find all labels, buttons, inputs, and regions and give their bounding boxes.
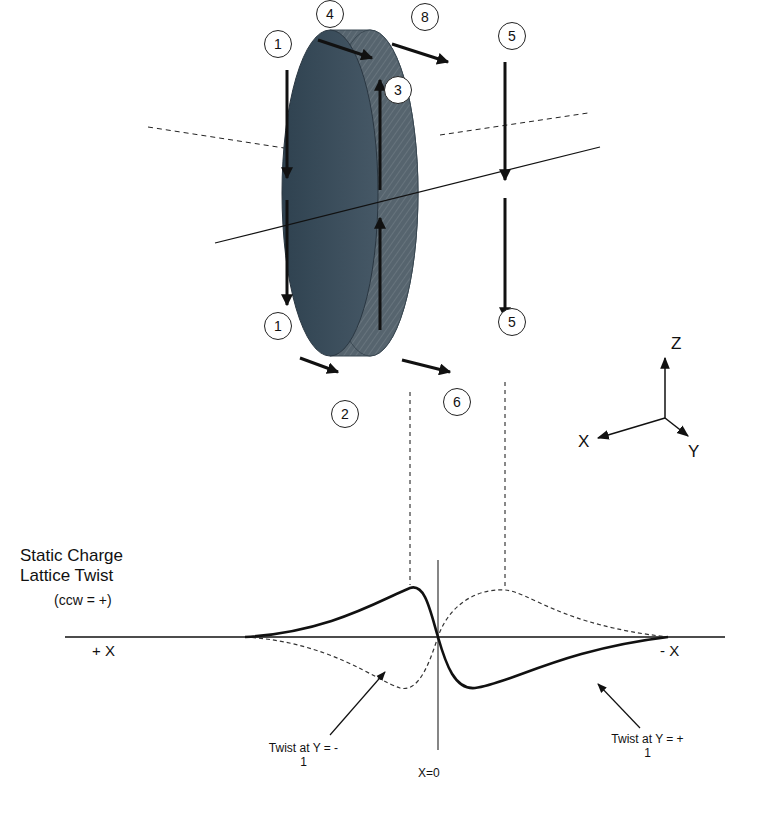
callout-circle: 4 [316,0,344,28]
leader-line [598,684,640,728]
axis-end-label: + X [92,642,115,660]
callout-number: 5 [508,29,516,43]
callout-circle: 6 [443,388,471,416]
callout-number: 6 [453,395,461,409]
callout-number: 3 [394,83,402,97]
callout-circle: 8 [411,3,439,31]
callout-number: 5 [508,315,516,329]
callout-circle: 1 [264,30,292,58]
callout-number: 1 [274,37,282,51]
callout-circle: 1 [264,312,292,340]
axis-end-label: - X [660,642,679,660]
leader-line [330,672,385,735]
callout-number: 8 [421,10,429,24]
projection-line [505,382,506,587]
callout-number: 2 [341,407,349,421]
curve-label: Twist at Y = + 1 [610,732,685,761]
force-arrows [287,40,505,372]
axis-label: X [578,432,589,452]
graph-title: Static Charge Lattice Twist [20,546,145,587]
axis-solid [215,147,600,243]
x-zero-line [437,560,438,750]
sign-note: (ccw = +) [54,592,112,609]
axes-icon [598,358,688,438]
axis-dashed [440,113,588,135]
disk-front-face [282,30,378,356]
callout-circle: 3 [384,76,412,104]
axis-label: X=0 [418,766,440,780]
graph-baseline [65,636,725,637]
callout-circle: 5 [498,308,526,336]
axis-label: Z [671,334,681,354]
callout-number: 4 [326,7,334,21]
callout-circle: 2 [331,400,359,428]
curve-label: Twist at Y = - 1 [266,741,341,770]
axis-label: Y [688,442,699,462]
callout-number: 1 [274,319,282,333]
callout-circle: 5 [498,22,526,50]
twist-curve-y-plus [245,587,668,688]
twist-curve-y-minus [245,590,668,689]
projection-line [410,392,411,585]
